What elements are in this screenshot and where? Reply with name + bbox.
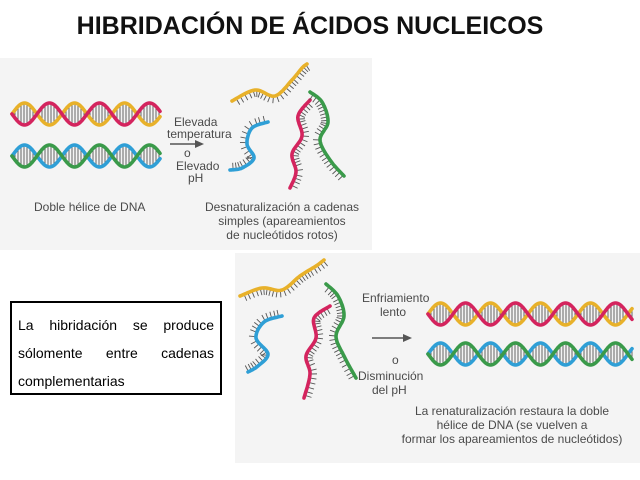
- renaturation-caption-3: formar los apareamientos de nucleótidos): [401, 432, 623, 446]
- cooling-label-2: lento: [380, 305, 407, 319]
- strand-magenta-top: [288, 98, 313, 190]
- page-title: HIBRIDACIÓN DE ÁCIDOS NUCLEICOS: [76, 12, 544, 40]
- renaturation-caption-2: hélice de DNA (se vuelven a: [436, 418, 588, 432]
- double-helix-caption: Doble hélice de DNA: [34, 200, 146, 214]
- strand-yellow-top: [230, 62, 311, 105]
- strand-blue-bottom: [244, 309, 284, 374]
- condition-label-5: pH: [188, 171, 204, 185]
- condition-label-2: temperatura: [167, 127, 232, 141]
- helix-blue-green-top: [10, 143, 162, 169]
- cooling-label-4: Disminución: [358, 369, 424, 383]
- condition-label-1: Elevada: [174, 115, 218, 129]
- strand-blue-top: [228, 115, 270, 172]
- denaturation-caption-1: Desnaturalización a cadenas: [204, 200, 360, 214]
- denaturation-arrow-head: [195, 140, 204, 148]
- helix-blue-green-bottom: [426, 341, 634, 367]
- renaturation-arrow-head: [403, 334, 412, 342]
- hybridization-note-box: La hibridación se produce sólomente entr…: [10, 301, 222, 395]
- strand-green-bottom: [324, 282, 358, 380]
- condition-label-4: Elevado: [176, 159, 220, 173]
- renaturation-caption-1: La renaturalización restaura la doble: [414, 404, 610, 418]
- helix-yellow-magenta-bottom: [426, 301, 634, 327]
- renaturation-panel: [235, 253, 640, 463]
- cooling-label-3: o: [392, 353, 399, 367]
- denaturation-caption-3: de nucleótidos rotos): [226, 228, 338, 242]
- strand-yellow-bottom: [238, 258, 328, 301]
- cooling-label-5: del pH: [372, 383, 407, 397]
- strand-magenta-bottom: [302, 304, 332, 400]
- hybridization-note-text: La hibridación se produce sólomente entr…: [18, 317, 214, 389]
- condition-label-3: o: [184, 146, 191, 160]
- helix-yellow-magenta-top: [10, 101, 162, 127]
- cooling-label-1: Enfriamiento: [362, 291, 430, 305]
- strand-green-top: [308, 90, 346, 181]
- denaturation-caption-2: simples (apareamientos: [218, 214, 346, 228]
